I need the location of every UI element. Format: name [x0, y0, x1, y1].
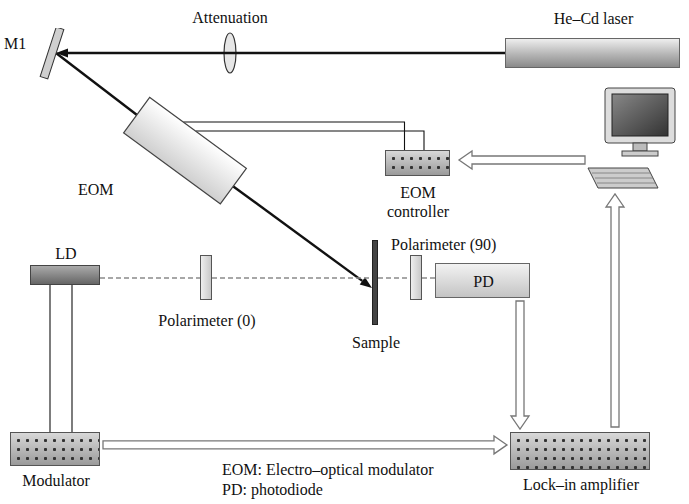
probe-beam	[212, 278, 372, 279]
cable	[183, 122, 424, 150]
legend-note: EOM: Electro–optical modulator	[222, 460, 434, 479]
part-label: Lock–in amplifier	[523, 475, 639, 494]
mirror: M1	[30, 28, 70, 80]
modulator-device: Modulator	[10, 432, 100, 466]
computer-icon	[588, 88, 675, 188]
part-label: M1	[4, 34, 26, 53]
probe-beam	[378, 278, 410, 279]
part-label: Polarimeter (90)	[391, 235, 496, 254]
electro-optical-modulator: EOM	[120, 94, 250, 206]
part-label: EOM	[78, 180, 114, 199]
laser-diode: LD	[30, 265, 100, 285]
control-arrow	[459, 151, 585, 169]
analyzer: Polarimeter (90)	[410, 255, 422, 300]
laser-beam	[56, 49, 505, 58]
probe-beam	[100, 278, 200, 279]
data-arrow	[606, 194, 624, 427]
sample-plate: Sample	[372, 240, 378, 325]
component-label: Attenuation	[192, 8, 268, 27]
laser-beam	[56, 53, 137, 115]
signal-arrow	[511, 301, 529, 429]
laser-beam	[233, 186, 372, 288]
laser-source: He–Cd laser	[505, 38, 680, 68]
probe-beam	[422, 278, 435, 279]
photodiode-box: PD	[435, 263, 530, 298]
part-label: Modulator	[22, 471, 90, 490]
part-label: He–Cd laser	[554, 9, 634, 28]
part-label: Polarimeter (0)	[158, 311, 255, 330]
part-label: PD	[473, 272, 493, 291]
legend-note: PD: photodiode	[222, 480, 323, 499]
part-label: EOM controller	[378, 183, 458, 221]
controller-device: EOM controller	[385, 150, 450, 176]
lock-in-device: Lock–in amplifier	[510, 432, 650, 470]
signal-arrow	[103, 436, 507, 454]
part-label: LD	[55, 244, 76, 263]
polarizer: Polarimeter (0)	[200, 255, 212, 300]
part-label: Sample	[352, 333, 400, 352]
cable	[50, 285, 72, 432]
